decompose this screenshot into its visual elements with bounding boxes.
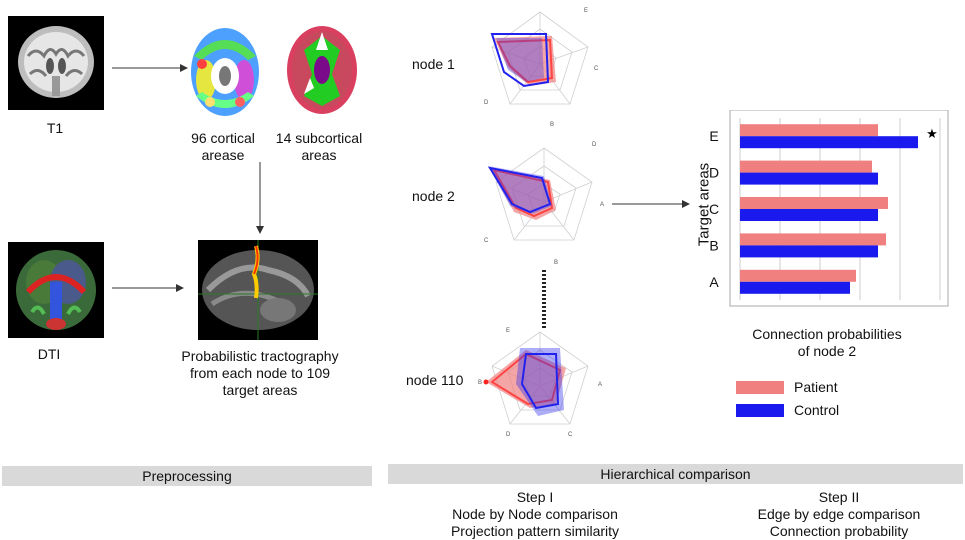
- radar-node110-axis-c: C: [568, 432, 573, 438]
- step1-line3: Projection pattern similarity: [450, 523, 620, 539]
- radar-node2: A B C D: [484, 142, 604, 264]
- bar-control-b: [740, 245, 878, 258]
- step2-line3: Connection probability: [769, 523, 909, 539]
- bar-patient-c: [740, 197, 888, 209]
- bar-control-c: [740, 209, 878, 221]
- node1-label: node 1: [412, 56, 455, 72]
- dotted-connector: [542, 270, 546, 328]
- radar-node2-axis-d: D: [592, 142, 597, 148]
- radar-node110: E A B D C: [478, 328, 602, 438]
- step2-title: Step II: [818, 489, 860, 505]
- bar-control-e: [740, 136, 918, 149]
- subcortical-areas-label: 14 subcortical areas: [275, 130, 363, 163]
- radar-node2-axis-a: A: [600, 202, 604, 208]
- dti-label: DTI: [37, 346, 61, 362]
- node2-label: node 2: [412, 188, 455, 204]
- step2-line2: Edge by edge comparison: [757, 506, 921, 522]
- bar-patient-a: [740, 269, 856, 282]
- tractography-label: Probabilistic tractography from each nod…: [181, 348, 339, 398]
- connection-probability-bar-chart: A B C D E ★: [709, 110, 949, 307]
- legend-control-label: Control: [794, 402, 840, 418]
- chart-title: Connection probabilities of node 2: [752, 326, 902, 359]
- arrow-node2-to-chart: [612, 200, 690, 208]
- radar-node110-axis-b: B: [478, 380, 482, 386]
- step1-text: Step I Node by Node comparison Projectio…: [430, 489, 640, 540]
- legend-patient-swatch: [736, 381, 784, 394]
- node110-label: node 110: [406, 372, 464, 388]
- radar-node1-axis-b: B: [550, 122, 554, 128]
- radar-node1-axis-c: C: [594, 66, 599, 72]
- radar-node1-axis-e: E: [584, 8, 588, 14]
- tractography-image: [198, 240, 318, 340]
- step2-text: Step II Edge by edge comparison Connecti…: [734, 489, 944, 540]
- cortical-atlas-image: [188, 26, 262, 118]
- bar-control-d: [740, 172, 878, 185]
- cortical-areas-label: 96 cortical arease: [191, 130, 255, 163]
- radar-node110-axis-d: D: [506, 432, 511, 438]
- arrow-atlas-to-tractography: [256, 162, 264, 234]
- subcortical-atlas-image: [284, 24, 360, 116]
- hierarchical-comparison-section-bar: Hierarchical comparison: [388, 464, 963, 484]
- bar-control-a: [740, 281, 850, 294]
- radar-node1-axis-d: D: [484, 100, 489, 106]
- arrow-dti-to-tractography: [112, 284, 184, 292]
- category-label-c: C: [709, 201, 719, 217]
- t1-scan-image: [8, 16, 104, 110]
- bar-patient-b: [740, 233, 886, 246]
- arrow-t1-to-atlas: [112, 64, 188, 72]
- bar-patient-d: [740, 160, 872, 173]
- radar-node1: E C B D: [484, 8, 599, 128]
- radar-node110-axis-a: A: [598, 382, 602, 388]
- legend-control-swatch: [736, 404, 784, 417]
- significance-star: ★: [926, 126, 938, 141]
- category-label-e: E: [709, 128, 718, 144]
- radar-node2-axis-b: B: [554, 260, 558, 264]
- radar-node110-axis-e: E: [506, 328, 510, 334]
- legend-patient-label: Patient: [794, 379, 838, 395]
- bar-patient-e: [740, 124, 878, 137]
- category-label-a: A: [709, 274, 719, 290]
- preprocessing-section-bar: Preprocessing: [2, 466, 372, 486]
- step1-line2: Node by Node comparison: [452, 506, 618, 522]
- step1-title: Step I: [516, 489, 554, 505]
- category-label-b: B: [709, 237, 718, 253]
- dti-scan-image: [8, 242, 104, 338]
- t1-label: T1: [46, 120, 64, 136]
- category-label-d: D: [709, 165, 719, 181]
- radar-node2-axis-c: C: [484, 238, 489, 244]
